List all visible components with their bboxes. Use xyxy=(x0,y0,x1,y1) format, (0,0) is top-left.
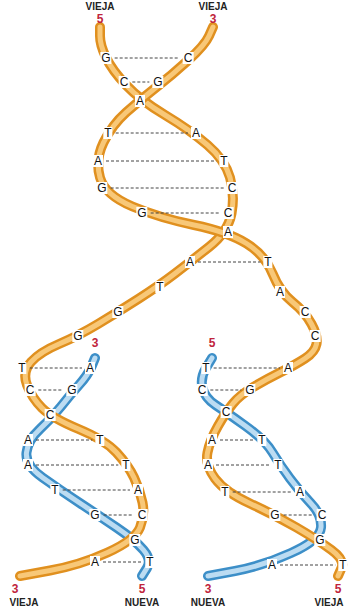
base-letter: G xyxy=(314,534,325,546)
base-letter: T xyxy=(263,256,272,268)
base-letter: T xyxy=(257,434,266,446)
base-letter: A xyxy=(283,362,293,374)
strand-label: NUEVA xyxy=(191,598,225,608)
base-letter: C xyxy=(310,330,321,342)
old-strand xyxy=(98,27,342,576)
base-letter: T xyxy=(219,155,228,167)
base-letter: A xyxy=(23,459,33,471)
base-letter: G xyxy=(129,534,140,546)
end-number: 3 xyxy=(12,583,19,595)
base-letter: A xyxy=(295,486,305,498)
base-letter: A xyxy=(191,127,201,139)
base-letter: G xyxy=(89,509,100,521)
hydrogen-bond xyxy=(216,465,270,466)
strand-label: VIEJA xyxy=(199,2,228,12)
end-number: 3 xyxy=(210,13,217,25)
hydrogen-bond xyxy=(36,465,118,466)
hydrogen-bond xyxy=(116,133,188,134)
base-letter: A xyxy=(135,95,145,107)
base-letter: C xyxy=(227,182,238,194)
base-letter: G xyxy=(112,306,123,318)
base-letter: A xyxy=(133,484,143,496)
hydrogen-bond xyxy=(198,262,260,263)
hydrogen-bond xyxy=(284,515,314,516)
base-letter: T xyxy=(273,459,282,471)
hydrogen-bond xyxy=(280,565,335,566)
end-number: 5 xyxy=(97,13,104,25)
hydrogen-bond xyxy=(111,188,224,189)
base-letter: C xyxy=(25,384,36,396)
strand-label: VIEJA xyxy=(10,598,39,608)
hydrogen-bond xyxy=(38,390,63,391)
base-letter: G xyxy=(269,509,280,521)
base-letter: A xyxy=(267,559,277,571)
end-number: 5 xyxy=(209,337,216,349)
base-letter: C xyxy=(183,52,194,64)
base-letter: T xyxy=(103,127,112,139)
new-strand-face xyxy=(202,358,321,576)
new-strand xyxy=(26,358,148,576)
base-letter: T xyxy=(201,362,210,374)
strand-label: NUEVA xyxy=(125,598,159,608)
base-letter: C xyxy=(300,306,311,318)
base-letter: C xyxy=(223,207,234,219)
base-letter: T xyxy=(95,434,104,446)
old-strand-face xyxy=(98,27,342,576)
base-letter: G xyxy=(72,330,83,342)
end-number: 3 xyxy=(205,583,212,595)
base-letter: A xyxy=(275,286,285,298)
base-letter: C xyxy=(119,76,130,88)
base-letter: G xyxy=(244,384,255,396)
base-letter: G xyxy=(96,182,107,194)
hydrogen-bond xyxy=(214,368,280,369)
base-letter: A xyxy=(90,556,100,568)
hydrogen-bond xyxy=(63,490,130,491)
base-letter: A xyxy=(207,434,217,446)
base-letter: A xyxy=(93,155,103,167)
base-letter: C xyxy=(317,509,328,521)
base-letter: T xyxy=(17,362,26,374)
end-number: 5 xyxy=(335,583,342,595)
hydrogen-bond xyxy=(233,492,292,493)
base-letter: T xyxy=(220,486,229,498)
base-letter: G xyxy=(100,52,111,64)
base-letter: A xyxy=(203,459,213,471)
hydrogen-bond xyxy=(220,440,254,441)
base-letter: C xyxy=(221,406,232,418)
end-number: 3 xyxy=(92,337,99,349)
base-letter: T xyxy=(145,556,154,568)
hydrogen-bond xyxy=(106,161,216,162)
end-number: 5 xyxy=(139,583,146,595)
base-letter: T xyxy=(121,459,130,471)
hydrogen-bond xyxy=(104,515,134,516)
base-letter: T xyxy=(155,281,164,293)
new-strand-face xyxy=(26,358,148,576)
base-letter: G xyxy=(66,384,77,396)
hydrogen-bond xyxy=(115,58,180,59)
hydrogen-bond xyxy=(30,368,82,369)
base-letter: T xyxy=(50,484,59,496)
hydrogen-bond xyxy=(210,390,241,391)
hydrogen-bond xyxy=(151,213,220,214)
hydrogen-bond xyxy=(132,82,149,83)
base-letter: T xyxy=(338,559,347,571)
strand-label: VIEJA xyxy=(315,598,344,608)
hydrogen-bond xyxy=(103,562,142,563)
base-letter: G xyxy=(136,207,147,219)
base-letter: A xyxy=(223,226,233,238)
base-letter: C xyxy=(137,509,148,521)
hydrogen-bond xyxy=(36,440,92,441)
base-letter: G xyxy=(152,76,163,88)
base-letter: C xyxy=(197,384,208,396)
base-letter: C xyxy=(45,409,56,421)
strand-label: VIEJA xyxy=(86,2,115,12)
new-strand xyxy=(202,358,321,576)
base-letter: A xyxy=(185,256,195,268)
base-letter: A xyxy=(23,434,33,446)
base-letter: A xyxy=(85,362,95,374)
